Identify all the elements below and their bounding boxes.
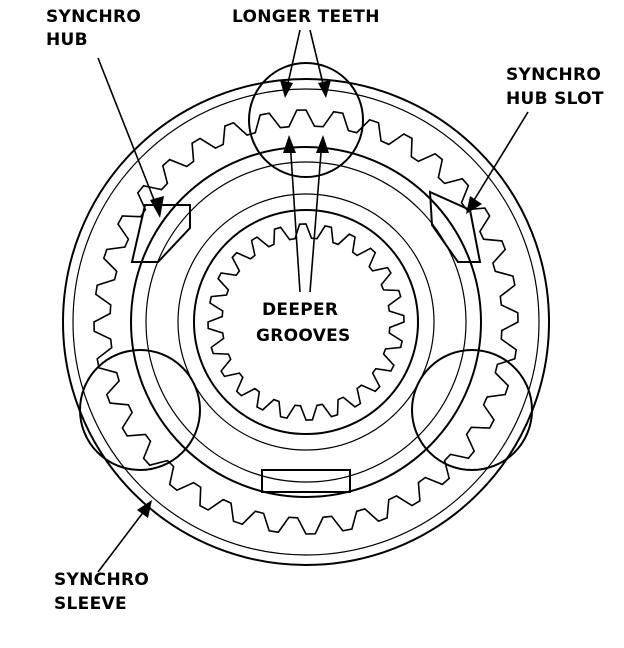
sleeve-teeth-ring (93, 109, 519, 535)
longer-teeth-circle (248, 62, 364, 178)
hub-inner-ring (193, 209, 419, 435)
hub-slot-bottom (261, 469, 351, 493)
deeper-grooves-label-line1: DEEPER (262, 300, 338, 320)
hub-mid-ring (145, 161, 467, 483)
synchro-hub-label-line1: SYNCHRO (46, 7, 141, 27)
detail-circles (79, 62, 533, 471)
synchro-sleeve (62, 78, 550, 566)
synchro-hub-slots (130, 190, 482, 493)
deeper-grooves-leader-left (289, 139, 301, 293)
sleeve-tooth-profile (93, 109, 519, 535)
synchro-sleeve-arrowhead (137, 500, 152, 518)
inner-spline-ring (207, 223, 405, 421)
longer-teeth-label: LONGER TEETH (232, 7, 380, 27)
longer-teeth-leader-right (309, 29, 326, 93)
synchro-hub-leader (97, 57, 161, 216)
inner-spline-profile (207, 223, 405, 421)
hub-slot-left (130, 204, 191, 263)
synchro-sleeve-label-line2: SLEEVE (54, 594, 127, 614)
synchro-hub-arrowhead (150, 196, 164, 218)
deeper-grooves-label-line2: GROOVES (256, 326, 351, 346)
sleeve-inner-ring (72, 88, 540, 556)
synchro-sleeve-label-line1: SYNCHRO (54, 570, 149, 590)
callout-labels: SYNCHRO HUB LONGER TEETH SYNCHRO HUB SLO… (46, 7, 604, 614)
left-detail-circle (79, 349, 201, 471)
synchro-hub-slot-label-line2: HUB SLOT (506, 89, 604, 109)
hub-web-ring (177, 193, 435, 451)
synchro-hub-label-line2: HUB (46, 30, 88, 50)
deeper-grooves-arrowhead-left (283, 135, 296, 153)
longer-teeth-arrowhead-left (280, 80, 293, 98)
deeper-grooves-leader-right (309, 139, 323, 293)
longer-teeth-leader-left (285, 29, 301, 93)
hub-slot-right (428, 190, 482, 263)
synchro-hub (130, 146, 482, 498)
deeper-grooves-arrowhead-right (316, 135, 329, 153)
synchro-hub-slot-label-line1: SYNCHRO (506, 65, 601, 85)
synchro-sleeve-leader (97, 505, 149, 573)
right-detail-circle (411, 349, 533, 471)
hub-outer-ring (130, 146, 482, 498)
sleeve-outer-ring (62, 78, 550, 566)
leader-lines (97, 29, 529, 573)
longer-teeth-arrowhead-right (318, 80, 331, 98)
synchro-hub-slot-arrowhead (466, 196, 482, 214)
synchro-hub-slot-leader (467, 111, 529, 211)
